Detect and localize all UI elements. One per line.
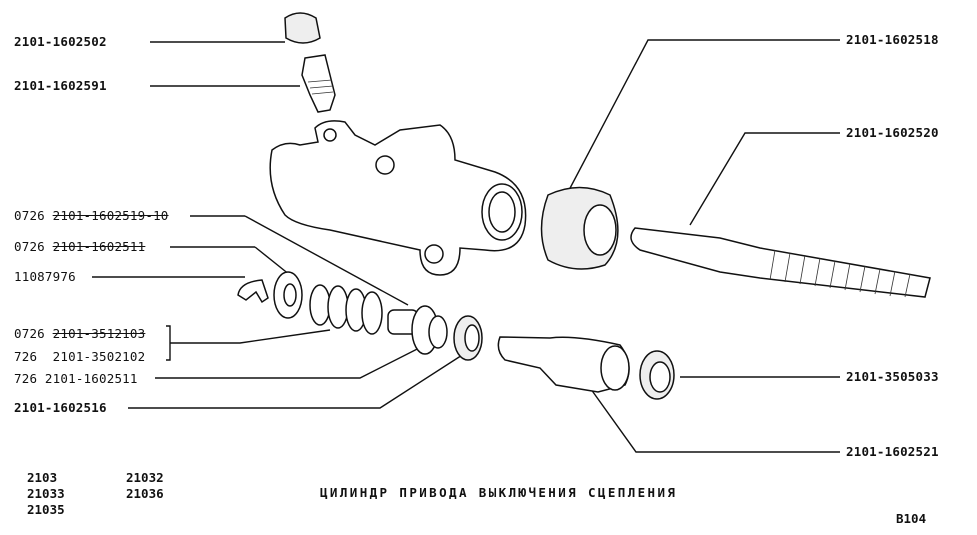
diagram-title: ЦИЛИНДР ПРИВОДА ВЫКЛЮЧЕНИЯ СЦЕПЛЕНИЯ — [320, 485, 678, 500]
part-label-bleeder-cap: 2101-1602502 — [14, 34, 107, 49]
part-label-boot: 2101-1602518 — [846, 32, 939, 47]
model-21032: 21032 — [126, 470, 164, 485]
model-21036: 21036 — [126, 486, 164, 501]
part-label-spring-old: 0726 2101-3512103 — [14, 326, 146, 341]
part-label-pushrod: 2101-1602520 — [846, 125, 939, 140]
model-2103: 2103 — [27, 470, 58, 485]
part-label-seal: 2101-1602516 — [14, 400, 107, 415]
part-label-piston: 0726 2101-1602519-10 — [14, 208, 169, 223]
part-label-pusher: 2101-1602521 — [846, 444, 939, 459]
part-label-cup-seal: 2101-3505033 — [846, 369, 939, 384]
model-21035: 21035 — [27, 502, 65, 517]
model-21033: 21033 — [27, 486, 65, 501]
part-label-seal-ring: 0726 2101-1602511 — [14, 239, 146, 254]
part-label-bleeder-valve: 2101-1602591 — [14, 78, 107, 93]
part-label-piston-seal: 726 2101-1602511 — [14, 371, 138, 386]
part-label-spring: 726 2101-3502102 — [14, 349, 146, 364]
sheet-code: В104 — [896, 511, 927, 526]
part-label-retaining-ring: 11087976 — [14, 269, 76, 284]
